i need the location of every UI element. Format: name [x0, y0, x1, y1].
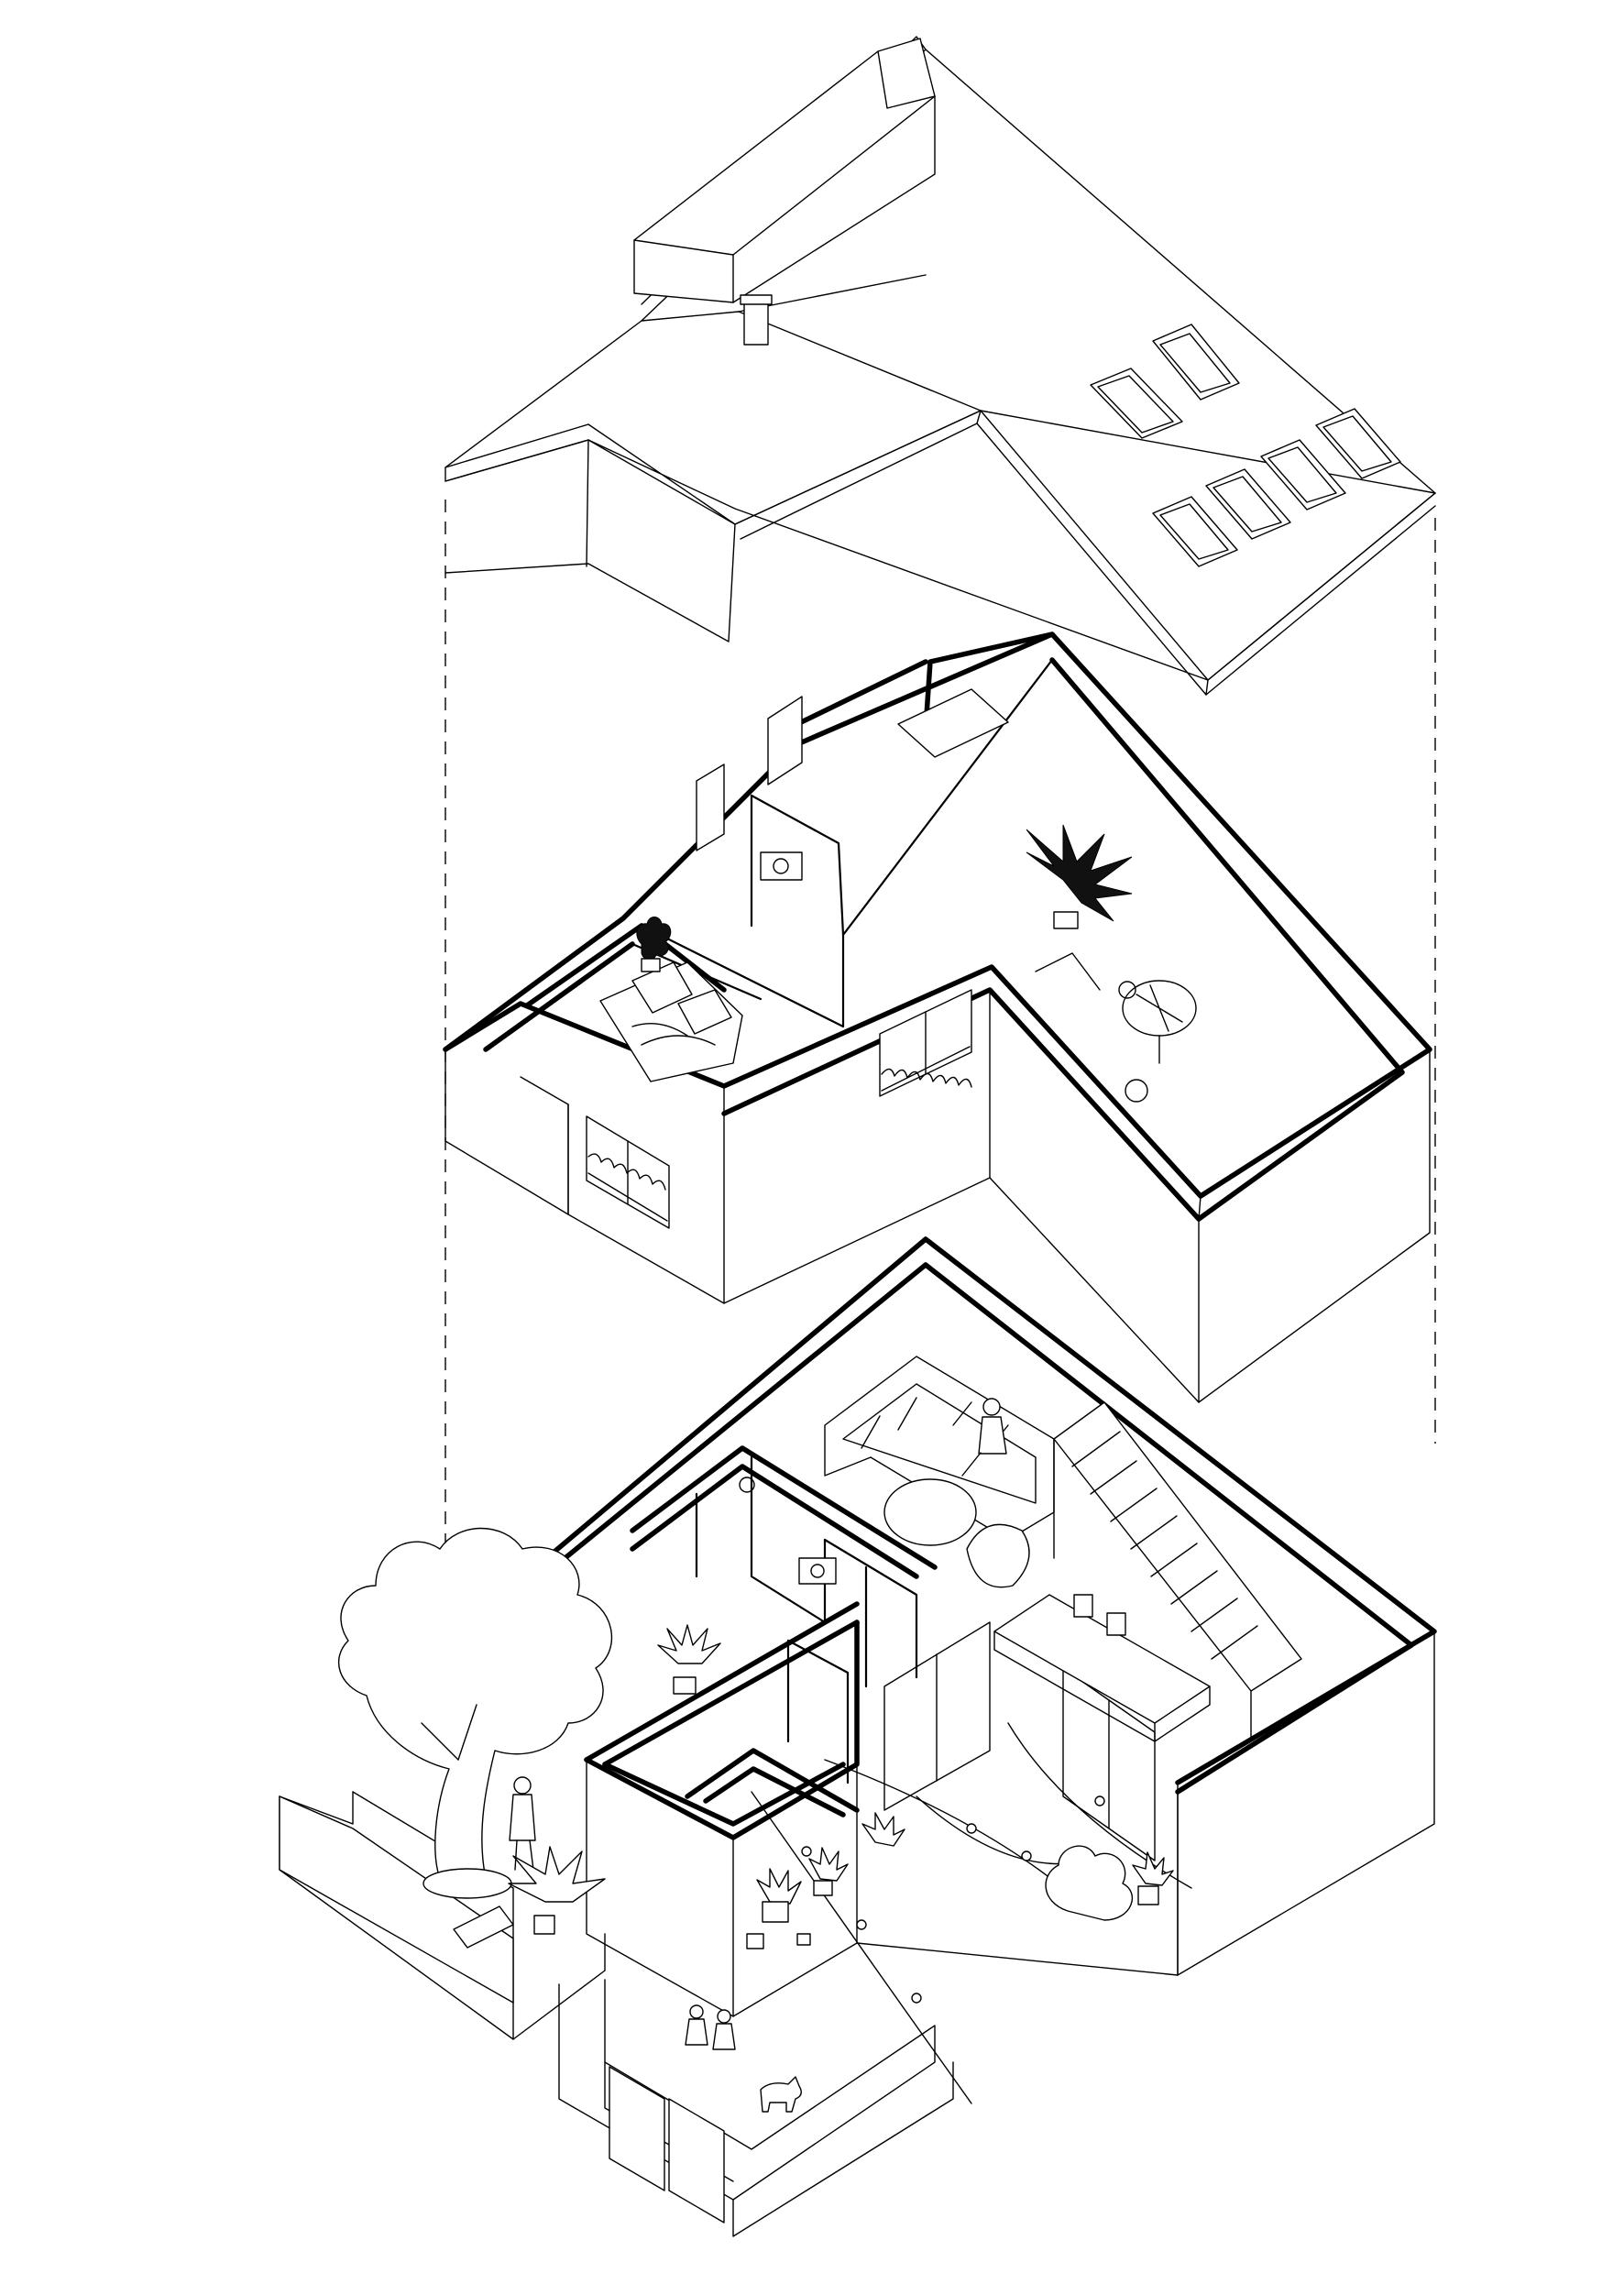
potted-plant-icon — [657, 1624, 721, 1695]
parasol-icon — [1122, 980, 1197, 1064]
bed-icon — [599, 961, 743, 1082]
first-floor-windows — [586, 989, 972, 1229]
person-icon — [509, 1776, 536, 1871]
dog-icon — [760, 2076, 802, 2113]
ground-floor-glazing — [883, 1621, 1156, 1861]
skylights — [1090, 324, 1401, 567]
garden-screen — [279, 1795, 514, 2004]
staircase-icon — [1053, 1401, 1302, 1738]
palm-plant-icon — [508, 1846, 606, 1935]
tree-icon — [338, 1527, 613, 1899]
ground-floor-level — [506, 1236, 1437, 2017]
potted-plant-icon — [636, 917, 672, 972]
first-floor-level — [443, 631, 1432, 1403]
potted-plant-icon — [746, 1812, 1174, 1949]
person-icon — [685, 2004, 736, 2050]
alignment-guides — [444, 500, 1436, 1631]
garden — [279, 1527, 1192, 2237]
palm-plant-icon — [1026, 824, 1133, 929]
sofa-icon — [824, 1356, 1055, 1541]
person-icon — [961, 1398, 1007, 1477]
roof-level — [444, 36, 1436, 696]
